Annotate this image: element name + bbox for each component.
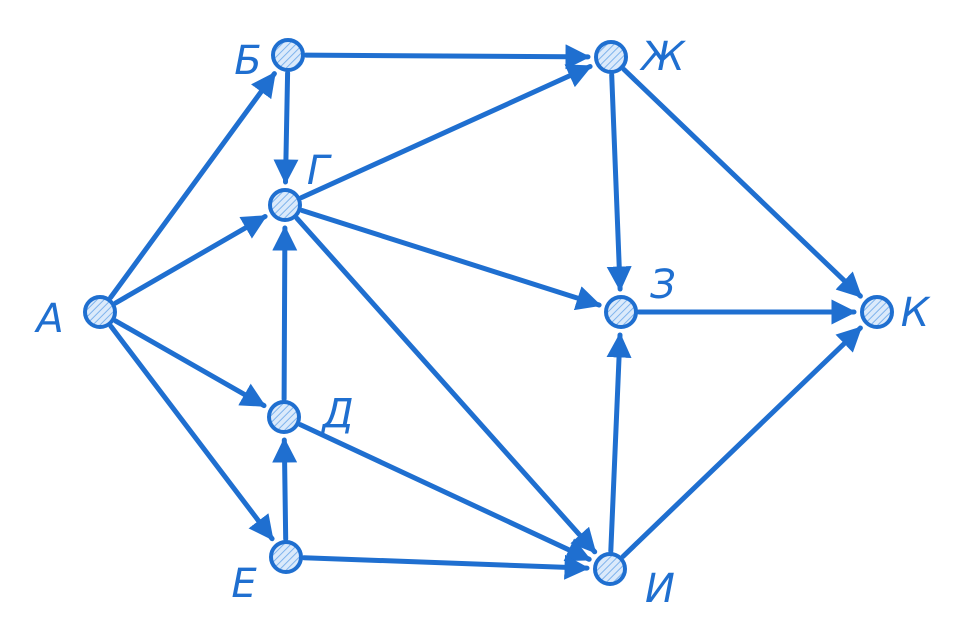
node-label-z: З — [650, 262, 676, 308]
node-z — [604, 295, 638, 329]
edge-d-to-i — [297, 422, 592, 562]
edge-e-to-i — [301, 554, 590, 580]
node-b — [271, 38, 305, 72]
node-g — [268, 188, 302, 222]
node-label-k: К — [901, 290, 931, 336]
edge-e-to-d — [272, 437, 298, 542]
edge-zh-to-k — [621, 67, 863, 299]
edge-i-to-z — [606, 332, 632, 554]
edge-d-to-g — [272, 225, 298, 402]
node-label-a: А — [33, 296, 63, 342]
edge-a-to-b — [108, 71, 277, 300]
edge-b-to-g — [273, 70, 299, 185]
edge-a-to-g — [113, 214, 268, 306]
node-label-e: Е — [231, 561, 257, 607]
node-zh — [594, 40, 628, 74]
edge-g-to-zh — [298, 64, 593, 201]
edge-g-to-i — [294, 215, 598, 555]
edge-i-to-k — [620, 325, 863, 559]
edge-g-to-z — [299, 208, 602, 311]
edge-a-to-e — [108, 323, 275, 542]
node-a — [83, 295, 117, 329]
edge-b-to-zh — [303, 44, 591, 70]
edge-zh-to-z — [606, 72, 632, 292]
node-e — [269, 540, 303, 574]
node-k — [860, 295, 894, 329]
node-label-d: Д — [320, 391, 353, 437]
node-label-i: И — [645, 566, 675, 612]
edges-layer — [108, 44, 863, 580]
node-label-b: Б — [234, 38, 261, 84]
labels-layer: А Б Г Д Е Ж З И К — [33, 34, 930, 612]
node-label-zh: Ж — [638, 34, 686, 80]
edge-a-to-d — [113, 318, 267, 409]
node-label-g: Г — [307, 148, 332, 194]
nodes-layer — [83, 38, 894, 586]
node-d — [267, 400, 301, 434]
node-i — [593, 552, 627, 586]
